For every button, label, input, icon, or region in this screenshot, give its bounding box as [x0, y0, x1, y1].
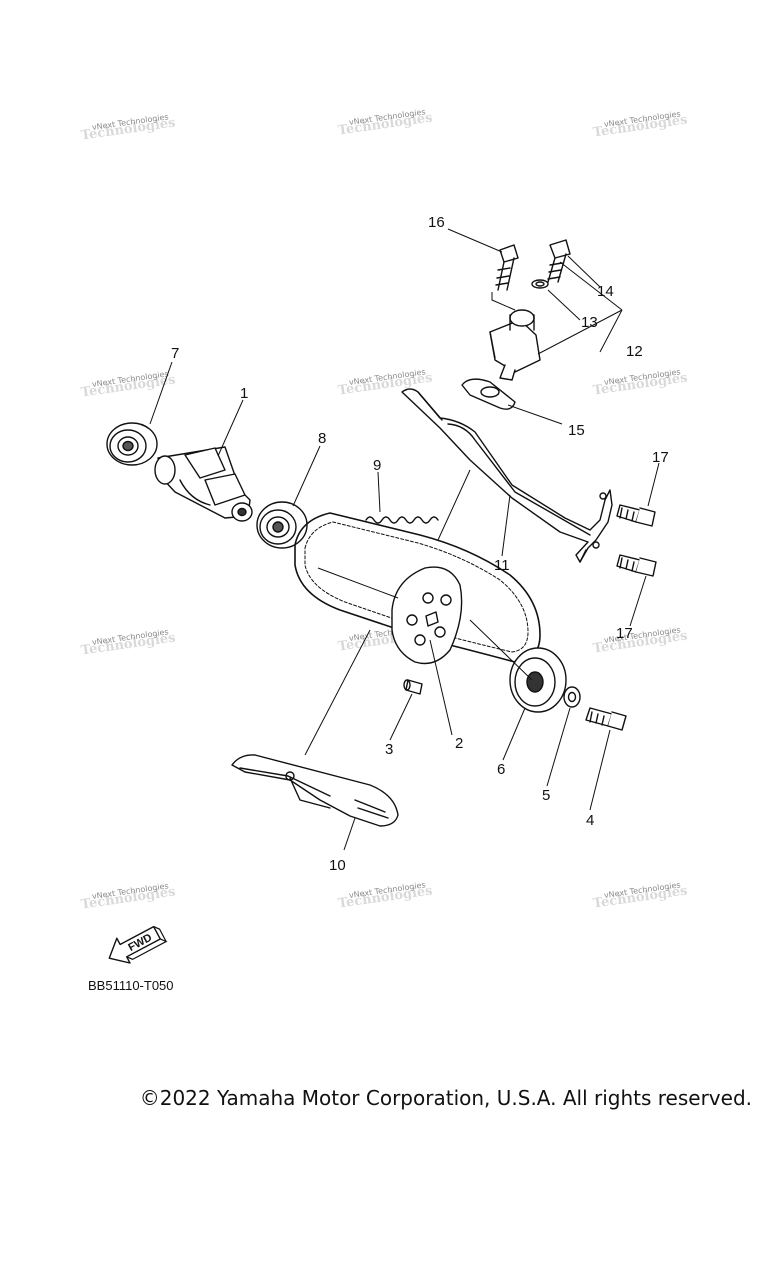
camshaft-part-1 — [154, 446, 253, 522]
chain-guide-part-11 — [401, 388, 613, 563]
bolt-part-4 — [585, 707, 627, 731]
callout-9: 9 — [373, 457, 381, 474]
bolt-part-17-upper — [616, 504, 656, 527]
watermark: Technologies vNext Technologies — [592, 367, 688, 398]
callout-1: 1 — [240, 385, 248, 402]
callout-17: 17 — [652, 449, 669, 466]
fwd-arrow-icon: FWD — [108, 925, 168, 964]
washer-part-13 — [531, 279, 549, 289]
bolt-part-17-lower — [616, 554, 657, 577]
watermark: Technologies vNext Technologies — [80, 881, 176, 912]
copyright-notice: ©2022 Yamaha Motor Corporation, U.S.A. A… — [139, 1086, 752, 1110]
watermark: Technologies vNext Technologies — [80, 112, 176, 143]
watermark: Technologies vNext Technologies — [80, 627, 176, 658]
callout-10: 10 — [329, 857, 346, 874]
watermark: Technologies vNext Technologies — [592, 109, 688, 140]
callout-6: 6 — [497, 761, 505, 778]
plate-part-6 — [509, 647, 567, 713]
watermark: Technologies vNext Technologies — [337, 107, 433, 138]
callout-5: 5 — [542, 787, 550, 804]
callout-12: 12 — [626, 343, 643, 360]
watermark-group: Technologies vNext Technologies Technolo… — [80, 107, 688, 912]
watermark: Technologies vNext Technologies — [80, 369, 176, 400]
callout-11: 11 — [494, 557, 510, 574]
callout-14: 14 — [597, 283, 614, 300]
leader-lines — [149, 228, 660, 851]
cam-sprocket-part-2 — [391, 566, 463, 665]
bolt-part-16 — [495, 244, 519, 291]
diagram-code: BB51110-T050 — [88, 978, 174, 993]
watermark: Technologies vNext Technologies — [592, 625, 688, 656]
callout-13: 13 — [581, 314, 598, 331]
callout-labels: 1 2 3 4 5 6 7 8 9 10 11 12 13 14 15 16 1… — [171, 214, 669, 874]
callout-16: 16 — [428, 214, 445, 231]
callout-17: 17 — [616, 625, 633, 642]
bolt-part-14 — [547, 239, 571, 283]
washer-part-5 — [563, 686, 581, 708]
callout-2: 2 — [455, 735, 463, 752]
watermark: Technologies vNext Technologies — [337, 880, 433, 911]
tensioner-part-12 — [489, 309, 541, 381]
chain-guide-part-10 — [231, 754, 399, 827]
watermark: Technologies vNext Technologies — [592, 880, 688, 911]
bearing-part-7 — [106, 422, 158, 466]
callout-4: 4 — [586, 812, 594, 829]
callout-3: 3 — [385, 741, 393, 758]
timing-chain — [294, 512, 541, 663]
callout-15: 15 — [568, 422, 585, 439]
callout-8: 8 — [318, 430, 326, 447]
bearing-part-8 — [256, 501, 308, 549]
dowel-pin-part-3 — [403, 679, 423, 695]
callout-7: 7 — [171, 345, 179, 362]
gasket-part-15 — [461, 378, 516, 410]
